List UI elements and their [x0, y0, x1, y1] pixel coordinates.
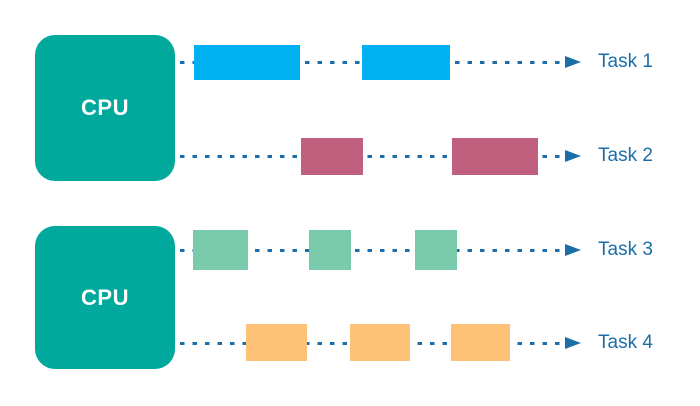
cpu-block: CPU — [35, 226, 175, 369]
task-label: Task 3 — [598, 239, 653, 260]
arrowhead-icon — [565, 150, 581, 162]
arrowhead-icon — [565, 337, 581, 349]
arrowhead-icon — [565, 56, 581, 68]
task-execution-block — [309, 230, 351, 270]
task-execution-block — [301, 138, 363, 175]
arrowhead-icon — [565, 244, 581, 256]
task-execution-block — [246, 324, 307, 361]
task-label: Task 1 — [598, 51, 653, 72]
task-label: Task 2 — [598, 145, 653, 166]
task-timeline-line — [180, 154, 563, 158]
task-execution-block — [415, 230, 457, 270]
task-execution-block — [452, 138, 538, 175]
cpu-label: CPU — [81, 95, 129, 120]
task-execution-block — [451, 324, 510, 361]
task-execution-block — [350, 324, 410, 361]
task-execution-block — [193, 230, 248, 270]
cpu-block: CPU — [35, 35, 175, 181]
task-execution-block — [362, 45, 450, 80]
task-timeline-line — [180, 248, 563, 252]
cpu-label: CPU — [81, 284, 129, 310]
task-label: Task 4 — [598, 332, 653, 353]
task-execution-block — [194, 45, 300, 80]
